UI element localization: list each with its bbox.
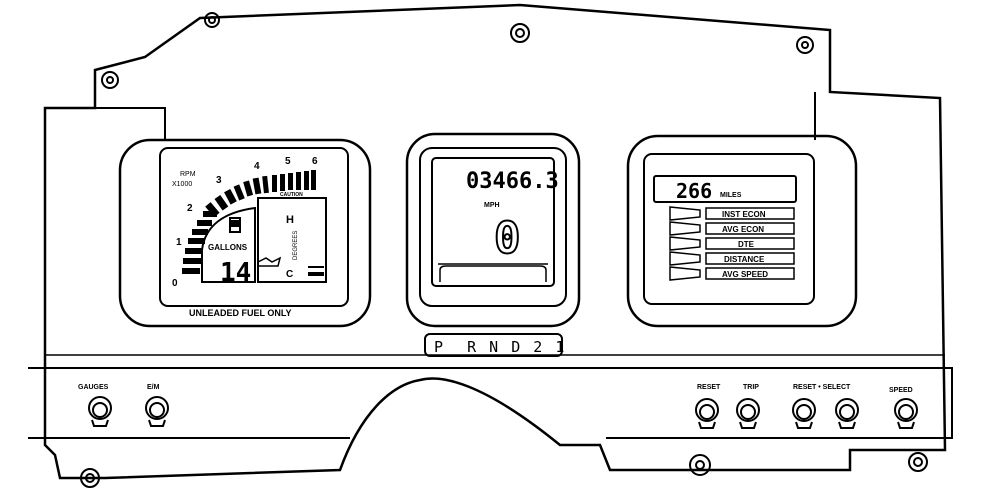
tach-scale-1: 1 [176, 237, 182, 248]
trip-mode-avg-speed: AVG SPEED [722, 270, 768, 279]
cluster-housing [43, 3, 947, 480]
left-pod-outer [118, 138, 372, 328]
temp-gauge-frame [257, 197, 327, 283]
reset-select-button-label: RESET • SELECT [793, 384, 851, 391]
temp-bar-graph [308, 266, 324, 276]
speed-readout: 0 [494, 213, 521, 264]
screw-icon [796, 36, 814, 54]
trip-display-unit: MILES [720, 192, 742, 199]
screw-icon [204, 12, 220, 28]
gauges-knob[interactable] [88, 396, 112, 427]
screw-icon [689, 454, 711, 476]
gauges-button-label: GAUGES [78, 384, 109, 391]
control-strip [28, 367, 953, 439]
center-display-window [431, 157, 555, 287]
tach-scale-6: 6 [312, 156, 318, 167]
prndl-indicator [424, 333, 563, 357]
tach-caution-label: CAUTION [280, 192, 303, 198]
fuel-gauge-frame [201, 206, 256, 283]
temp-cold-label: C [286, 269, 293, 280]
reset-button-label: RESET [697, 384, 721, 391]
screw-icon [908, 452, 928, 472]
trip-mode-avg-econ: AVG ECON [722, 225, 764, 234]
trip-display [653, 175, 797, 203]
screw-icon [510, 23, 530, 43]
reset-knob-2[interactable] [792, 398, 816, 429]
tach-scale-2: 2 [187, 203, 193, 214]
fuel-gallons-label: GALLONS [208, 243, 248, 252]
tach-scale-4: 4 [254, 161, 260, 172]
tach-scale-5: 5 [285, 156, 291, 167]
oil-can-icon [257, 256, 282, 267]
reset-knob[interactable] [695, 398, 719, 429]
temp-hot-label: H [286, 214, 294, 226]
select-knob[interactable] [835, 398, 859, 429]
trip-display-value: 266 [676, 179, 712, 203]
left-pod-inner [159, 147, 349, 307]
trip-knob[interactable] [736, 398, 760, 429]
tach-bar-graph [182, 170, 316, 274]
temp-degrees-label: DEGREES [293, 231, 299, 260]
trip-mode-dte: DTE [738, 240, 755, 249]
trip-mode-labels [705, 207, 795, 280]
em-button-label: E/M [147, 384, 160, 391]
unleaded-fuel-notice: UNLEADED FUEL ONLY [189, 308, 292, 318]
right-pod-inner [643, 153, 815, 305]
tach-scale-3: 3 [216, 175, 222, 186]
upper-hood-step [95, 92, 816, 140]
tach-multiplier-label: X1000 [172, 181, 192, 188]
odometer-readout: 03466.3 [466, 169, 559, 194]
center-pod-outer [405, 132, 581, 328]
center-display-base [439, 265, 547, 282]
screw-icon [80, 468, 100, 488]
center-pod-mid [419, 147, 567, 307]
screw-icon [101, 71, 119, 89]
speed-unit-label: MPH [484, 202, 500, 209]
speed-knob[interactable] [894, 398, 918, 429]
mounting-screws [80, 12, 928, 488]
trip-mode-distance: DISTANCE [724, 255, 765, 264]
fuel-pump-icon [229, 217, 241, 233]
tach-scale-0: 0 [172, 278, 178, 289]
trip-mode-inst-econ: INST ECON [722, 210, 766, 219]
speed-button-label: SPEED [889, 387, 913, 394]
em-knob[interactable] [145, 396, 169, 427]
right-pod-outer [626, 134, 858, 328]
fuel-gallons-value: 14 [220, 258, 251, 288]
trip-mode-indicators [669, 206, 701, 281]
trip-button-label: TRIP [743, 384, 759, 391]
tach-rpm-label: RPM [180, 171, 196, 178]
prndl-readout: P R N D 2 1 [434, 338, 566, 356]
